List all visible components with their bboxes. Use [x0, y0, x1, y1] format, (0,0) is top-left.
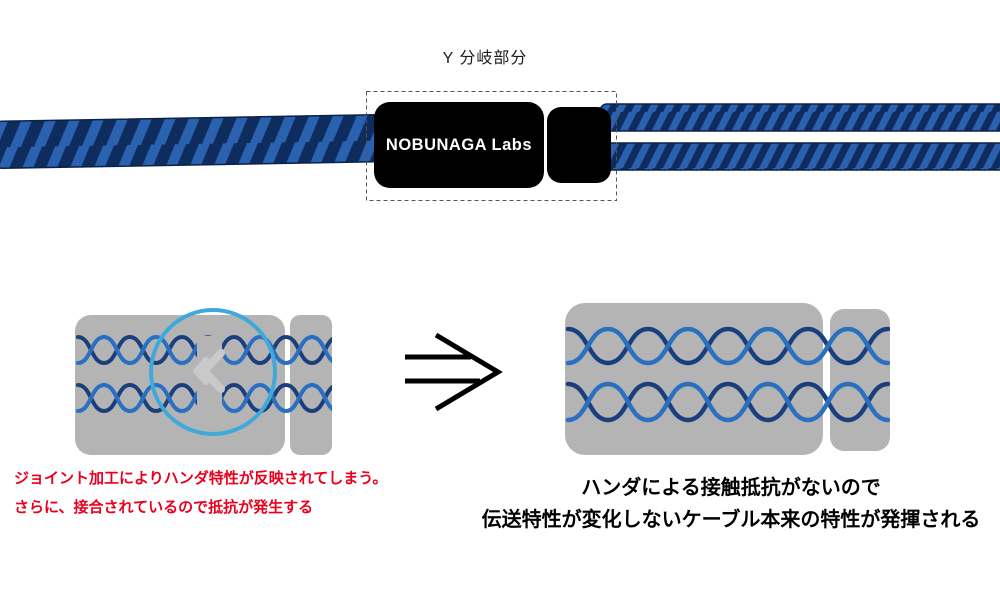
left-twisted-wires [76, 334, 332, 416]
twisted-wire-strand [565, 326, 890, 366]
right-twisted-wires [565, 326, 890, 423]
twisted-wire-strand [565, 381, 890, 423]
jointless-caption-line1: ハンダによる接触抵抗がないので [581, 477, 881, 499]
cable-illustration [0, 91, 1000, 201]
jointed-cable-diagram [75, 308, 332, 455]
solder-joint-icon [200, 349, 225, 393]
jointless-caption: ハンダによる接触抵抗がないので 伝送特性が変化しないケーブル本来の特性が発揮され… [462, 472, 1000, 536]
y-branch-callout-box [366, 91, 617, 201]
right-sleeve-block [565, 303, 823, 455]
y-splitter-body [374, 102, 544, 188]
jointless-caption-line2: 伝送特性が変化しないケーブル本来の特性が発揮される [481, 509, 981, 531]
connector-brand-label: NOBUNAGA Labs [385, 136, 533, 154]
twisted-wire-strand [565, 381, 890, 423]
arrow-right-icon [405, 332, 503, 412]
solder-joint-icon [193, 357, 209, 385]
highlight-circle [149, 308, 277, 436]
jointless-cable-diagram [565, 303, 890, 455]
jointed-caption: ジョイント加工によりハンダ特性が反映されてしまう。 さらに、接合されているので抵… [14, 464, 454, 522]
twisted-wire-strand [565, 326, 890, 366]
y-splitter-slider [547, 107, 611, 183]
y-branch-label: Y 分岐部分 [442, 50, 528, 67]
jointed-caption-line1: ジョイント加工によりハンダ特性が反映されてしまう。 [14, 470, 388, 487]
jointed-caption-line2: さらに、接合されているので抵抗が発生する [14, 499, 314, 516]
